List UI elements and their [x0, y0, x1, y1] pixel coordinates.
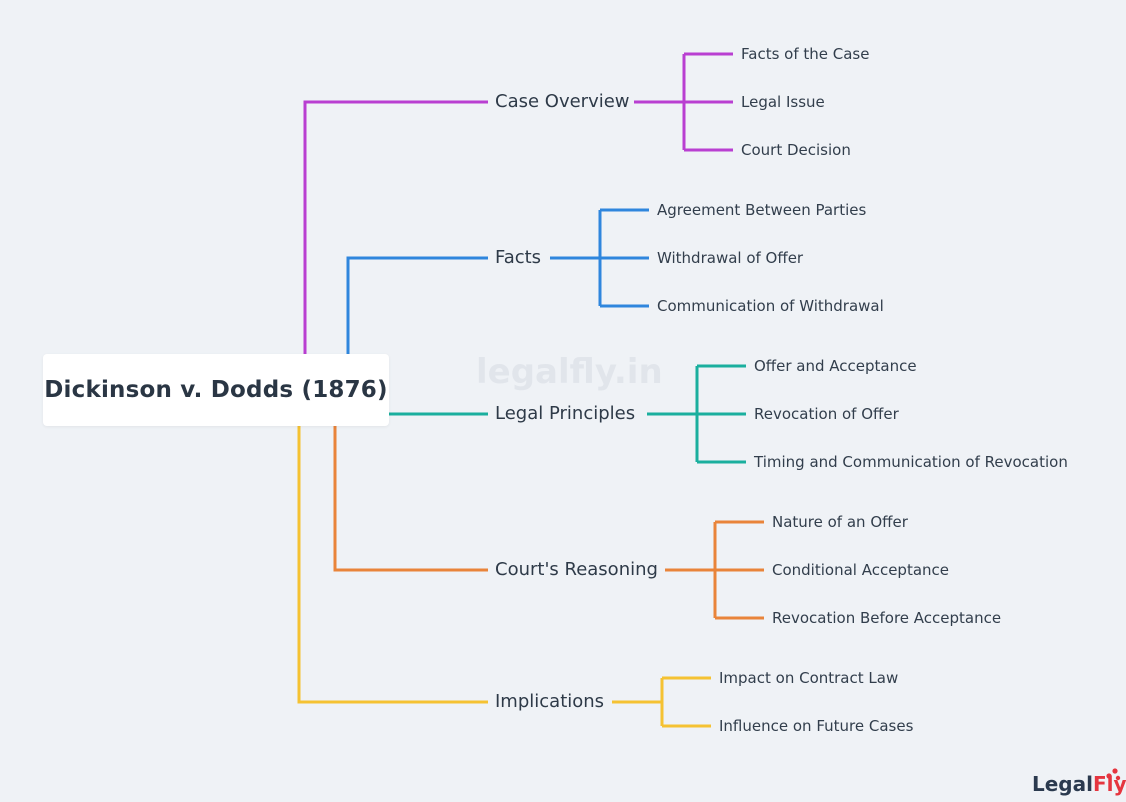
- watermark-text: legalfly.in: [476, 352, 663, 392]
- connector-case-overview: [303, 52, 733, 354]
- leaf-legal-issue[interactable]: Legal Issue: [741, 93, 825, 111]
- leaf-influence-on-future-cases[interactable]: Influence on Future Cases: [719, 717, 914, 735]
- leaf-court-decision[interactable]: Court Decision: [741, 141, 851, 159]
- leaf-offer-and-acceptance[interactable]: Offer and Acceptance: [754, 357, 917, 375]
- branch-legal-principles[interactable]: Legal Principles: [495, 403, 636, 424]
- branch-courts-reasoning[interactable]: Court's Reasoning: [495, 559, 658, 580]
- leaf-communication-of-withdrawal[interactable]: Communication of Withdrawal: [657, 297, 884, 315]
- logo-text-legal: Legal: [1032, 772, 1093, 796]
- leaf-nature-of-an-offer[interactable]: Nature of an Offer: [772, 513, 908, 531]
- leaf-agreement-between-parties[interactable]: Agreement Between Parties: [657, 201, 867, 219]
- logo-sparkle-icon: [1106, 768, 1121, 781]
- leaf-revocation-before-acceptance[interactable]: Revocation Before Acceptance: [772, 609, 1002, 627]
- leaf-conditional-acceptance[interactable]: Conditional Acceptance: [772, 561, 950, 579]
- connector-implications: [297, 426, 711, 728]
- leaf-withdrawal-of-offer[interactable]: Withdrawal of Offer: [657, 249, 804, 267]
- connector-courts-reasoning: [333, 426, 764, 620]
- branch-case-overview[interactable]: Case Overview: [495, 91, 630, 112]
- connector-legal-principles: [389, 364, 746, 464]
- leaf-revocation-of-offer[interactable]: Revocation of Offer: [754, 405, 899, 423]
- leaf-impact-on-contract-law[interactable]: Impact on Contract Law: [719, 669, 899, 687]
- root-title: Dickinson v. Dodds (1876): [44, 377, 388, 403]
- connector-facts: [346, 208, 649, 354]
- leaf-timing-and-communication[interactable]: Timing and Communication of Revocation: [754, 453, 1068, 471]
- branch-implications[interactable]: Implications: [495, 691, 605, 712]
- branch-facts[interactable]: Facts: [495, 247, 542, 268]
- legalfly-logo: LegalFly: [1032, 772, 1126, 796]
- root-node[interactable]: Dickinson v. Dodds (1876): [43, 354, 389, 426]
- leaf-facts-of-the-case[interactable]: Facts of the Case: [741, 45, 870, 63]
